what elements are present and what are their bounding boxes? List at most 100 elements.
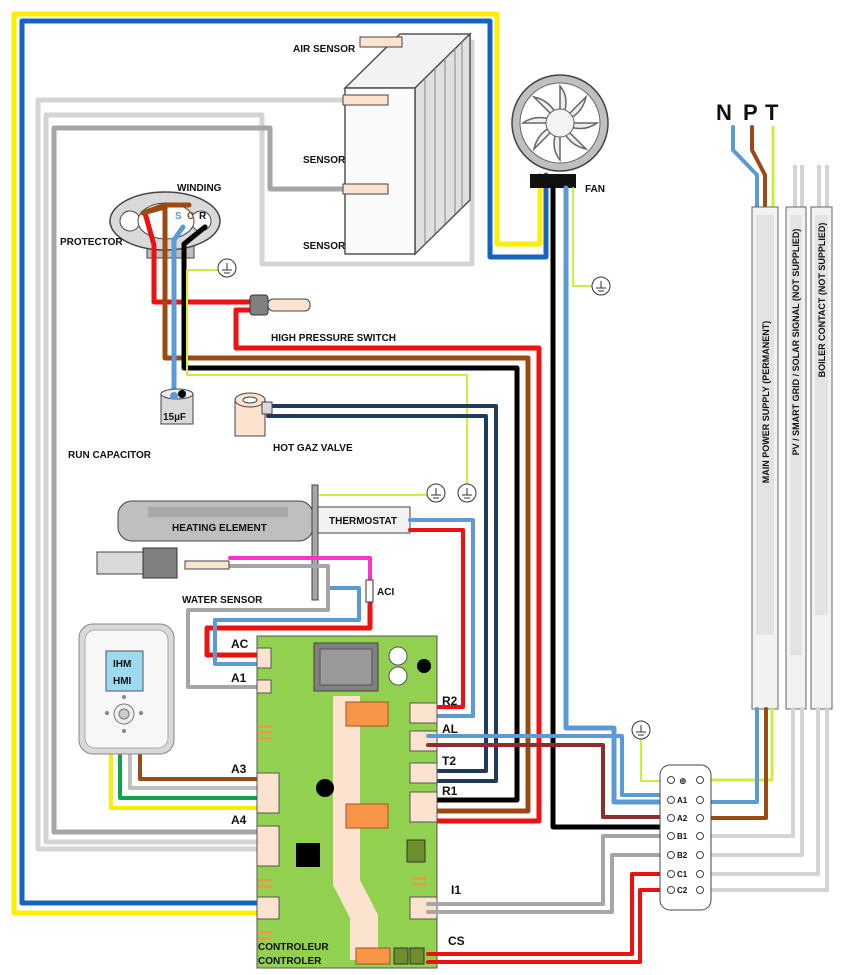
wire-aci-blue bbox=[213, 586, 361, 666]
connector-a4 bbox=[256, 825, 280, 867]
aci-label: ACI bbox=[377, 587, 394, 598]
sensor-probe-bottom bbox=[342, 183, 389, 195]
hot-gas-valve bbox=[234, 392, 273, 437]
label-ac: AC bbox=[231, 637, 249, 651]
hmi-label-2: HMI bbox=[113, 676, 132, 687]
capacitor-value: 15µF bbox=[163, 412, 186, 423]
wire-hmi-grey bbox=[128, 753, 264, 790]
wire-fan-ground bbox=[572, 187, 597, 287]
wire-supply-n-blue bbox=[731, 125, 759, 210]
water-sensor bbox=[96, 547, 230, 579]
wire-protector-red bbox=[142, 210, 253, 305]
heating-element-label: HEATING ELEMENT bbox=[172, 523, 267, 534]
power-letter-p: P bbox=[743, 100, 758, 125]
label-cs: CS bbox=[448, 934, 465, 948]
protector-label: PROTECTOR bbox=[60, 237, 123, 248]
wire-main-yellow bbox=[688, 707, 774, 782]
ground-icon-terminal bbox=[631, 720, 651, 740]
sensor-probe-top bbox=[342, 94, 389, 106]
wire-grey-sensor bbox=[51, 125, 355, 835]
controller-label-2: CONTROLER bbox=[258, 956, 322, 967]
label-a1: A1 bbox=[231, 671, 247, 685]
wire-i1-grey-1 bbox=[426, 834, 667, 906]
terminal-s: S bbox=[175, 211, 182, 222]
wire-hmi-green bbox=[118, 753, 264, 800]
ground-icon-fan bbox=[591, 276, 611, 296]
terminal-c2: C2 bbox=[677, 886, 688, 895]
sensor-label-top: SENSOR bbox=[303, 155, 346, 166]
air-sensor-probe bbox=[359, 36, 403, 48]
label-r2: R2 bbox=[442, 694, 458, 708]
wire-fan-black bbox=[550, 185, 668, 830]
wire-fan-lightblue bbox=[563, 185, 668, 805]
wire-boiler-to-block-1 bbox=[688, 707, 820, 876]
power-letter-t: T bbox=[765, 100, 779, 125]
terminal-ground-symbol: ⊕ bbox=[679, 776, 687, 786]
heating-element bbox=[117, 484, 411, 601]
wire-hp-switch-red bbox=[233, 307, 542, 824]
thermostat-label: THERMOSTAT bbox=[329, 516, 397, 527]
wire-valve-navy-2 bbox=[266, 414, 488, 773]
terminal-c: C bbox=[187, 211, 194, 222]
label-t2: T2 bbox=[442, 754, 456, 768]
wire-capacitor-blue bbox=[171, 224, 186, 398]
wire-thermostat-lightblue bbox=[408, 518, 475, 718]
hot-gas-valve-label: HOT GAZ VALVE bbox=[273, 443, 353, 454]
boiler-contact-label: BOILER CONTACT (NOT SUPPLIED) bbox=[817, 223, 827, 378]
wire-pv-to-block-2 bbox=[688, 707, 804, 857]
power-letter-n: N bbox=[716, 100, 732, 125]
connector-a1 bbox=[256, 679, 272, 694]
wire-cs-red-2 bbox=[426, 888, 667, 964]
terminal-b1: B1 bbox=[677, 832, 688, 841]
main-supply-label: MAIN POWER SUPPLY (PERMANENT) bbox=[761, 321, 771, 484]
wire-hmi-brown bbox=[138, 753, 264, 781]
pv-signal-label: PV / SMART GRID / SOLAR SIGNAL (NOT SUPP… bbox=[791, 229, 801, 456]
connector-ac bbox=[256, 647, 272, 669]
controller-label-1: CONTROLEUR bbox=[258, 942, 329, 953]
wire-al-darkred bbox=[426, 743, 667, 819]
label-i1: I1 bbox=[451, 883, 461, 897]
hmi-label-1: IHM bbox=[113, 659, 131, 670]
controller-board bbox=[256, 635, 438, 969]
wire-main-blue bbox=[688, 707, 759, 804]
wire-winding-brown bbox=[140, 202, 192, 216]
label-a4: A4 bbox=[231, 813, 247, 827]
fan-label: FAN bbox=[585, 184, 605, 195]
pv-signal-cable bbox=[785, 206, 807, 710]
wire-water-sensor-pink bbox=[228, 556, 372, 582]
boiler-contact-cable bbox=[810, 206, 833, 710]
evaporator bbox=[343, 32, 472, 256]
wire-water-sensor-grey bbox=[186, 564, 330, 689]
connector-t2 bbox=[409, 762, 438, 784]
terminal-a2: A2 bbox=[677, 814, 688, 823]
terminal-r: R bbox=[199, 211, 207, 222]
run-capacitor-label: RUN CAPACITOR bbox=[68, 450, 152, 461]
wire-al-blue bbox=[426, 734, 667, 797]
wire-terminal-ground bbox=[640, 733, 666, 782]
wire-i1-grey-2 bbox=[426, 853, 667, 914]
wire-compressor-ground bbox=[186, 269, 468, 488]
wire-capacitor-black bbox=[181, 224, 520, 803]
wire-hmi-yellow bbox=[109, 753, 264, 810]
connector-a3 bbox=[256, 772, 280, 814]
label-al: AL bbox=[442, 722, 458, 736]
sensor-label-bottom: SENSOR bbox=[303, 241, 346, 252]
connector-r2 bbox=[409, 702, 438, 724]
wire-yellow-fan-loop bbox=[11, 11, 543, 916]
label-a3: A3 bbox=[231, 762, 247, 776]
wire-main-brown bbox=[688, 707, 768, 820]
wire-aci-red bbox=[204, 597, 373, 658]
label-r1: R1 bbox=[442, 784, 458, 798]
terminal-a1: A1 bbox=[677, 796, 688, 805]
wire-thermostat-red bbox=[408, 528, 465, 709]
water-sensor-label: WATER SENSOR bbox=[182, 595, 263, 606]
connector-r1 bbox=[409, 791, 438, 823]
aci-anode-connector bbox=[365, 579, 374, 603]
wire-valve-navy-1 bbox=[266, 404, 498, 783]
wire-boiler-to-block-2 bbox=[688, 707, 829, 892]
terminal-c1: C1 bbox=[677, 870, 688, 879]
wire-supply-p-brown bbox=[750, 125, 767, 210]
connector-yellow-blue bbox=[256, 896, 280, 920]
ground-icon-element-2 bbox=[457, 483, 477, 503]
